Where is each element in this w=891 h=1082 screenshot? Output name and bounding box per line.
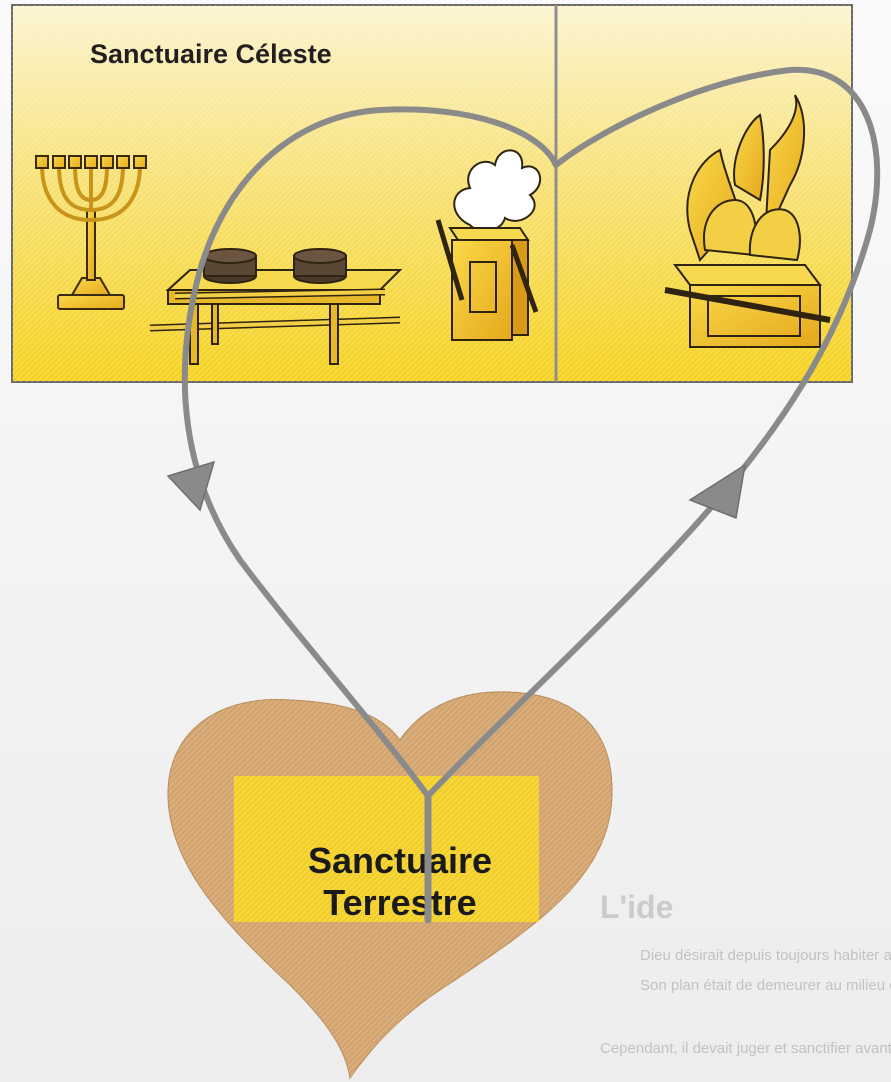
arrow-up-icon — [690, 465, 745, 518]
background-heading: L'ide — [600, 889, 673, 925]
background-line-3: Cependant, il devait juger et sanctifier… — [600, 1040, 891, 1057]
earthly-sanctuary-title-line2: Terrestre — [323, 882, 476, 923]
earthly-sanctuary-title-line1: Sanctuaire — [308, 840, 492, 881]
heavenly-sanctuary-title: Sanctuaire Céleste — [90, 39, 332, 69]
background-line-1: Dieu désirait depuis toujours habiter av… — [640, 947, 891, 964]
background-text: L'ide Dieu désirait depuis toujours habi… — [600, 889, 891, 1057]
background-line-2: Son plan était de demeurer au milieu de … — [640, 977, 891, 994]
